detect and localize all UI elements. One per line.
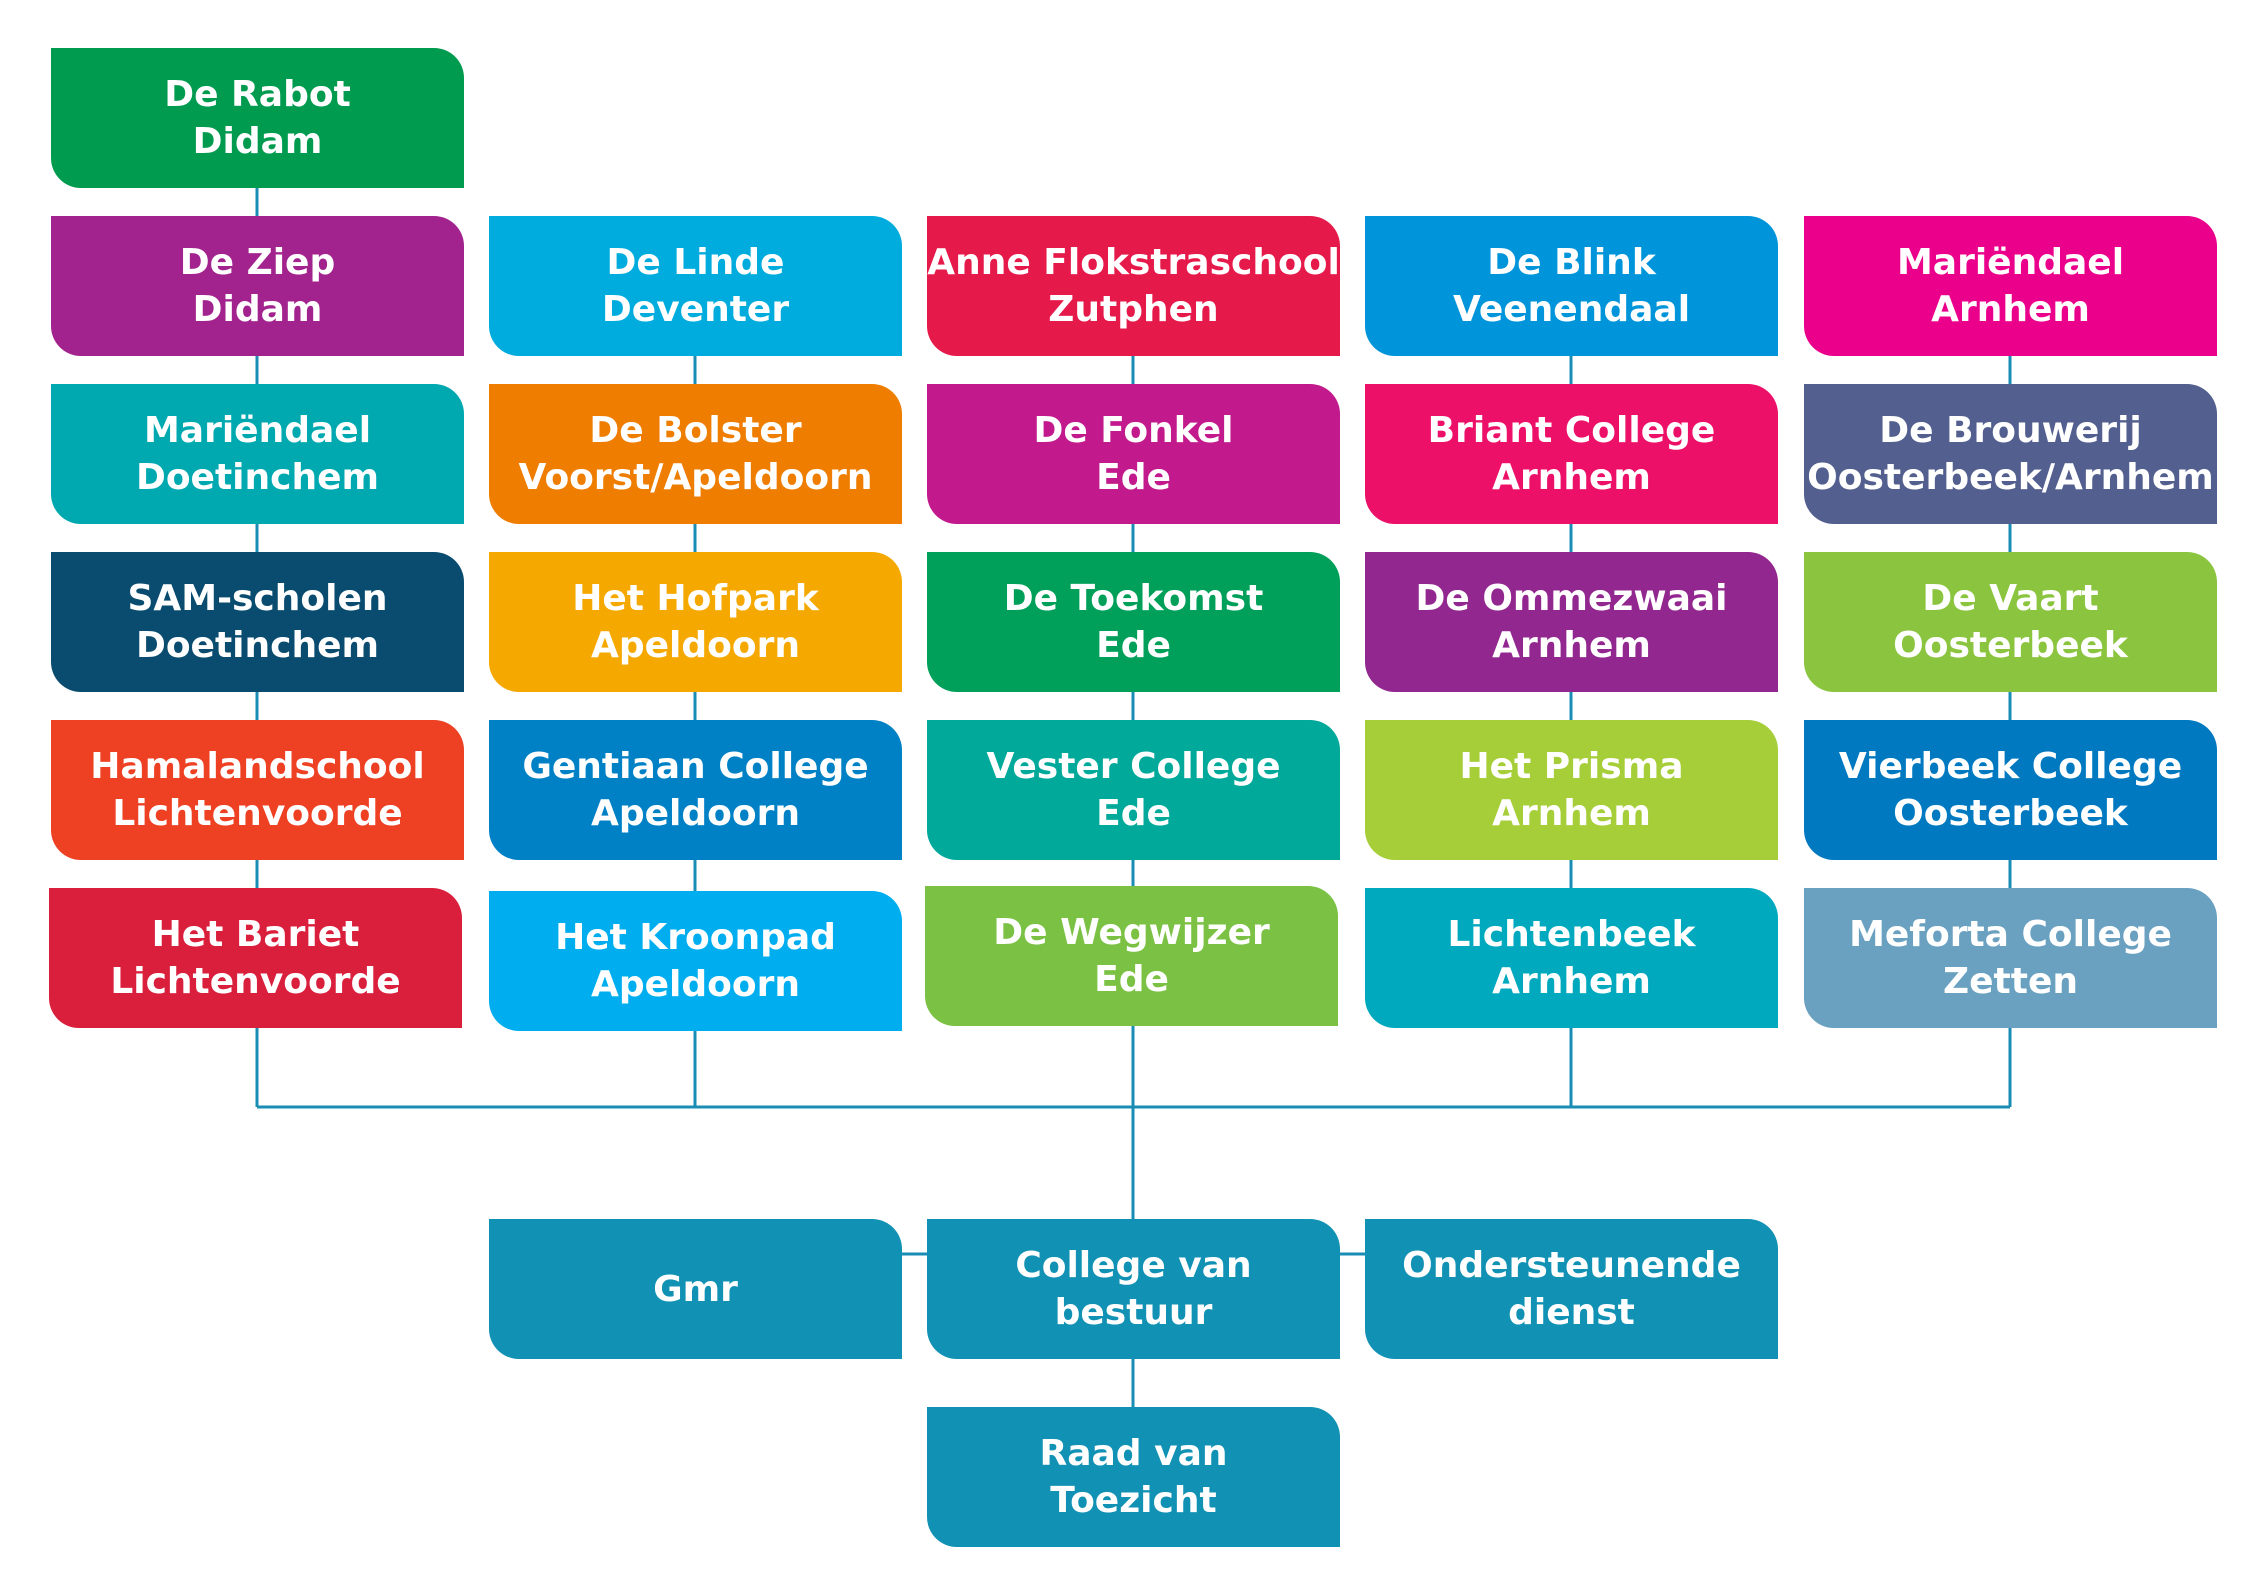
node-location: Zutphen	[1048, 289, 1219, 330]
node-title: Het Hofpark	[572, 578, 819, 619]
node-location: Ede	[1096, 625, 1171, 666]
node-subtitle: dienst	[1508, 1292, 1635, 1333]
node-location: Ede	[1096, 793, 1171, 834]
node-title: De Bolster	[589, 410, 802, 451]
node-title: De Wegwijzer	[993, 912, 1270, 953]
node-location: Oosterbeek/Arnhem	[1807, 457, 2214, 498]
college-van-bestuur-node: College van bestuur	[927, 1219, 1340, 1359]
node-title: De Fonkel	[1033, 410, 1234, 451]
node-location: Apeldoorn	[590, 625, 800, 666]
node-title: Vierbeek College	[1838, 746, 2183, 787]
node-location: Arnhem	[1492, 961, 1651, 1002]
node-location: Didam	[192, 289, 323, 330]
gmr-node: Gmr	[489, 1219, 902, 1359]
node-title: Mariëndael	[143, 410, 372, 451]
node-location: Oosterbeek	[1893, 793, 2128, 834]
node-title: De Blink	[1487, 242, 1656, 283]
node-subtitle: bestuur	[1054, 1292, 1213, 1333]
node-title: De Toekomst	[1003, 578, 1264, 619]
node-location: Arnhem	[1492, 625, 1651, 666]
node-subtitle: Toezicht	[1050, 1480, 1217, 1521]
node-title: Ondersteunende	[1402, 1245, 1741, 1286]
node-location: Arnhem	[1931, 289, 2090, 330]
node-title: Het Bariet	[151, 914, 360, 955]
node-title: Het Kroonpad	[555, 917, 836, 958]
node-location: Veenendaal	[1452, 289, 1691, 330]
node-title: De Ziep	[179, 242, 336, 283]
node-location: Voorst/Apeldoorn	[518, 457, 873, 498]
node-title: Meforta College	[1849, 914, 2172, 955]
node-title: Raad van	[1039, 1433, 1228, 1474]
node-location: Arnhem	[1492, 457, 1651, 498]
node-title: De Rabot	[164, 74, 351, 115]
node-location: Apeldoorn	[590, 964, 800, 1005]
node-title: Lichtenbeek	[1447, 914, 1696, 955]
node-location: Oosterbeek	[1893, 625, 2128, 666]
node-title: Mariëndael	[1896, 242, 2125, 283]
node-title: De Brouwerij	[1879, 410, 2142, 451]
node-location: Doetinchem	[135, 625, 380, 666]
node-title: De Linde	[606, 242, 785, 283]
node-title: SAM-scholen	[127, 578, 388, 619]
node-title: Gmr	[653, 1268, 738, 1310]
node-location: Ede	[1094, 959, 1169, 1000]
node-title: Het Prisma	[1459, 746, 1684, 787]
node-title: College van	[1015, 1245, 1252, 1286]
node-location: Didam	[192, 121, 323, 162]
node-title: Anne Flokstraschool	[927, 242, 1340, 283]
node-location: Zetten	[1943, 961, 2078, 1002]
node-title: De Ommezwaai	[1415, 578, 1728, 619]
node-title: Briant College	[1427, 410, 1716, 451]
node-location: Lichtenvoorde	[110, 961, 401, 1002]
node-location: Doetinchem	[135, 457, 380, 498]
node-location: Ede	[1096, 457, 1171, 498]
node-title: Hamalandschool	[90, 746, 425, 787]
ondersteunende-dienst-node: Ondersteunende dienst	[1365, 1219, 1778, 1359]
node-location: Deventer	[601, 289, 790, 330]
node-location: Apeldoorn	[590, 793, 800, 834]
node-title: Gentiaan College	[522, 746, 869, 787]
node-location: Lichtenvoorde	[112, 793, 403, 834]
node-title: De Vaart	[1922, 578, 2099, 619]
node-location: Arnhem	[1492, 793, 1651, 834]
node-title: Vester College	[986, 746, 1281, 787]
